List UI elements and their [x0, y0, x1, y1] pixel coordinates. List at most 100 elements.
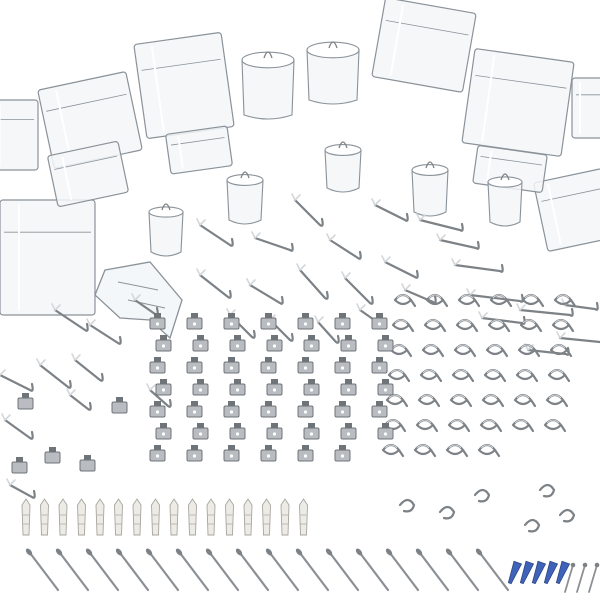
- screw: [205, 548, 240, 592]
- peg-hook: [196, 218, 234, 247]
- spring-clip: [511, 418, 535, 433]
- locking-plate: [192, 423, 209, 440]
- peg-hook: [561, 298, 599, 311]
- wire-hook: [523, 518, 541, 533]
- locking-plate: [297, 445, 314, 462]
- wall-anchor-white: [58, 498, 68, 536]
- locking-plate: [334, 401, 351, 418]
- spring-clip: [485, 343, 509, 358]
- peg-hook: [66, 388, 92, 411]
- screw: [85, 548, 120, 592]
- screw: [475, 548, 510, 592]
- locking-plate: [186, 313, 203, 330]
- spring-clip: [447, 418, 471, 433]
- clear-bin: [371, 0, 477, 93]
- locking-plate: [260, 445, 277, 462]
- locking-plate: [297, 357, 314, 374]
- locking-plate: [334, 445, 351, 462]
- locking-plate: [17, 393, 34, 410]
- spring-clip: [553, 293, 577, 308]
- spring-clip: [479, 418, 503, 433]
- wall-anchor-white: [280, 498, 290, 536]
- spring-clip: [453, 343, 477, 358]
- locking-plate: [340, 379, 357, 396]
- screw: [115, 548, 150, 592]
- peg-hook: [451, 258, 504, 273]
- tool-holder: [94, 261, 183, 340]
- screw: [265, 548, 300, 592]
- screw: [355, 548, 390, 592]
- wall-anchor-blue: [555, 560, 571, 585]
- wire-hook: [398, 498, 416, 513]
- peg-hook: [516, 303, 574, 317]
- spring-clip: [481, 393, 505, 408]
- locking-plate: [303, 423, 320, 440]
- peg-hook: [466, 288, 524, 303]
- spring-clip: [543, 418, 567, 433]
- locking-plate: [155, 423, 172, 440]
- screw: [55, 548, 90, 592]
- clear-bin: [165, 125, 233, 175]
- screw: [25, 548, 60, 592]
- wire-hook: [473, 488, 491, 503]
- screw: [235, 548, 270, 592]
- locking-plates: [11, 313, 394, 474]
- locking-plate: [223, 313, 240, 330]
- spring-clip: [393, 293, 417, 308]
- locking-plate: [223, 357, 240, 374]
- peg-hook: [291, 193, 324, 227]
- locking-plate: [149, 401, 166, 418]
- peg-hook: [6, 478, 36, 499]
- locking-plate: [186, 445, 203, 462]
- spring-clip: [421, 343, 445, 358]
- spring-clip: [389, 343, 413, 358]
- wall-anchor-white: [21, 498, 31, 536]
- spring-clip: [419, 368, 443, 383]
- clear-cup: [306, 41, 360, 105]
- clear-bin: [571, 77, 600, 139]
- locking-plate: [377, 335, 394, 352]
- spring-clip: [545, 393, 569, 408]
- locking-plate: [297, 313, 314, 330]
- peg-hook: [401, 283, 437, 304]
- wall-anchor-white: [77, 498, 86, 536]
- locking-plate: [266, 379, 283, 396]
- wall-anchor-blue: [519, 560, 535, 585]
- spring-clip: [457, 293, 481, 308]
- spring-clip: [451, 368, 475, 383]
- locking-plate: [149, 445, 166, 462]
- locking-plate: [229, 423, 246, 440]
- peg-hook: [251, 231, 294, 252]
- spring-clip: [387, 368, 411, 383]
- spring-clip: [521, 293, 545, 308]
- wall-anchor-blue: [507, 560, 523, 585]
- spring-clip: [445, 443, 469, 458]
- locking-plate: [155, 379, 172, 396]
- clear-bin: [533, 168, 600, 252]
- spring-clip: [483, 368, 507, 383]
- wall-anchor-white: [262, 498, 271, 536]
- spring-clip: [385, 393, 409, 408]
- locking-plate: [44, 447, 61, 464]
- mounting-hardware: [21, 483, 600, 593]
- spring-clip: [413, 443, 437, 458]
- locking-plate: [334, 357, 351, 374]
- clear-bin: [0, 199, 96, 316]
- peg-hook: [246, 278, 284, 305]
- pegboard-hooks: [0, 193, 600, 499]
- nail: [576, 562, 588, 593]
- clear-cup: [226, 171, 264, 225]
- locking-plate: [223, 401, 240, 418]
- spring-clip: [513, 393, 537, 408]
- tool-holder-clear: [94, 261, 183, 340]
- screw: [415, 548, 450, 592]
- clear-cup: [241, 51, 295, 120]
- locking-plate: [260, 401, 277, 418]
- locking-plate: [371, 357, 388, 374]
- wall-anchor-white: [132, 498, 142, 536]
- locking-plate: [303, 335, 320, 352]
- screw: [325, 548, 360, 592]
- spring-clip: [489, 293, 513, 308]
- peg-hook: [86, 318, 122, 345]
